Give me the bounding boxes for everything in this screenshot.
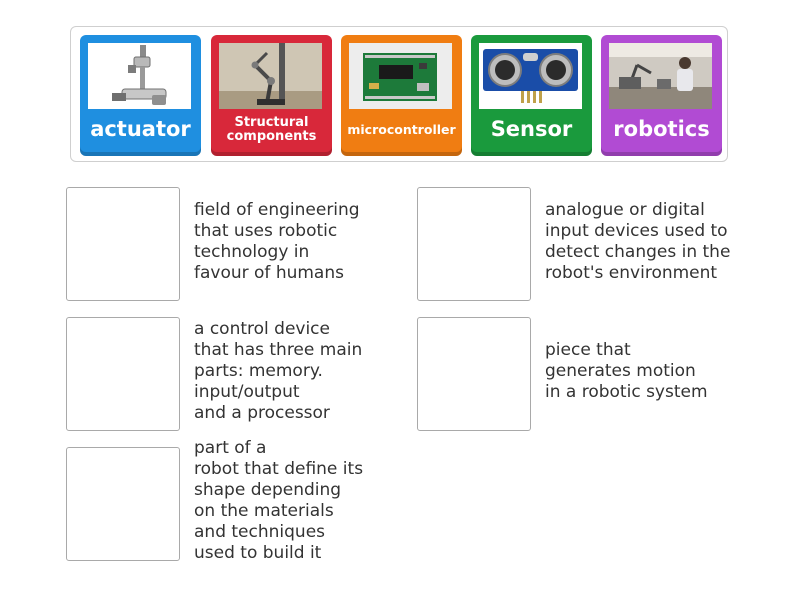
drop-slot[interactable]: [66, 317, 180, 431]
tile-label: microcontroller: [347, 122, 456, 138]
answer-tile-bank: actuator Structural components: [70, 26, 728, 162]
tile-label: actuator: [90, 117, 191, 142]
drop-slot[interactable]: [66, 187, 180, 301]
definition-text: part of a robot that define its shape de…: [194, 438, 364, 563]
tile-actuator[interactable]: actuator: [80, 35, 201, 156]
actuator-image: [88, 43, 191, 109]
circuit-board-image: [349, 43, 452, 109]
definition-text: a control device that has three main par…: [194, 319, 363, 423]
tile-robotics[interactable]: robotics: [601, 35, 722, 156]
tile-label: Structural components: [226, 114, 317, 144]
tile-label: robotics: [613, 117, 710, 142]
robotics-lab-image: [609, 43, 712, 109]
ultrasonic-sensor-image: [479, 43, 582, 109]
robot-arm-image: [219, 43, 322, 109]
tile-sensor[interactable]: Sensor: [471, 35, 592, 156]
definition-text: analogue or digital input devices used t…: [545, 200, 731, 283]
drop-slot[interactable]: [417, 317, 531, 431]
tile-label: Sensor: [490, 117, 573, 142]
drop-slot[interactable]: [66, 447, 180, 561]
tile-microcontroller[interactable]: microcontroller: [341, 35, 462, 156]
definition-text: field of engineering that uses robotic t…: [194, 200, 360, 283]
definition-text: piece that generates motion in a robotic…: [545, 340, 708, 402]
drop-slot[interactable]: [417, 187, 531, 301]
tile-structural-components[interactable]: Structural components: [211, 35, 332, 156]
